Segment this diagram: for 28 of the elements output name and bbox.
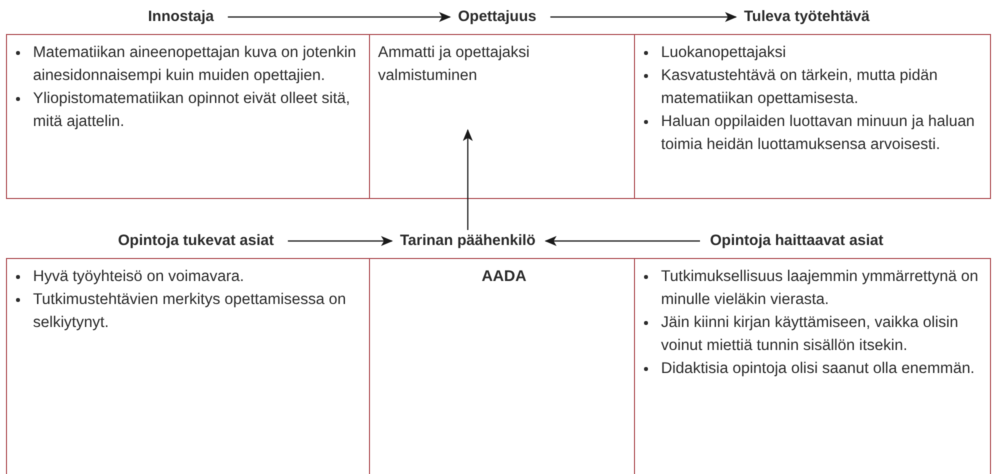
bullet-text: Luokanopettajaksi [661,43,786,63]
arrow [462,129,473,230]
text-cell [6,258,370,474]
name-text: AADA [480,267,528,287]
bullet-text: Hyvä työyhteisö on voimavara. [33,267,244,287]
cell-text: Ammatti ja opettajaksi valmistuminen [378,43,531,86]
column-heading: Tarinan päähenkilö [400,232,536,250]
bullet-text: Jäin kiinni kirjan käyttämiseen, vaikka olisin voinut miettiä tunnin sisällön itsekin. [661,313,960,356]
bullet-text: Matematiikan aineenopettajan kuva on jotenkin ainesidonnaisempi kuin muiden opettajien. [33,43,358,86]
column-heading: Tuleva työtehtävä [744,8,870,26]
bullet-text: Haluan oppilaiden luottavan minuun ja haluan toimia heidän luottamuksensa arvoisesti. [661,112,976,155]
text-cell [6,34,370,199]
bullet-text: Yliopistomatematiikan opinnot eivät olleet sitä, mitä ajattelin. [33,89,352,132]
column-heading: Opettajuus [458,8,536,26]
column-heading: Innostaja [148,8,214,26]
arrow [550,12,737,22]
text-cell [634,258,991,474]
bullet-text: Didaktisia opintoja olisi saanut olla enemmän. [661,359,975,379]
column-heading: Opintoja haittaavat asiat [710,232,884,250]
bullet-text: Kasvatustehtävä on tärkein, mutta pidän matematiikan opettamisesta. [661,66,939,109]
text-cell [634,34,991,199]
bullet-text: Tutkimustehtävien merkitys opettamisessa on selkiytynyt. [33,290,347,333]
column-heading: Opintoja tukevat asiat [118,232,274,250]
arrow [288,236,393,246]
text-cell [369,34,635,199]
bullet-text: Tutkimuksellisuus laajemmin ymmärrettynä on minulle vieläkin vierasta. [661,267,980,310]
arrow [228,12,451,22]
arrow [544,236,700,246]
